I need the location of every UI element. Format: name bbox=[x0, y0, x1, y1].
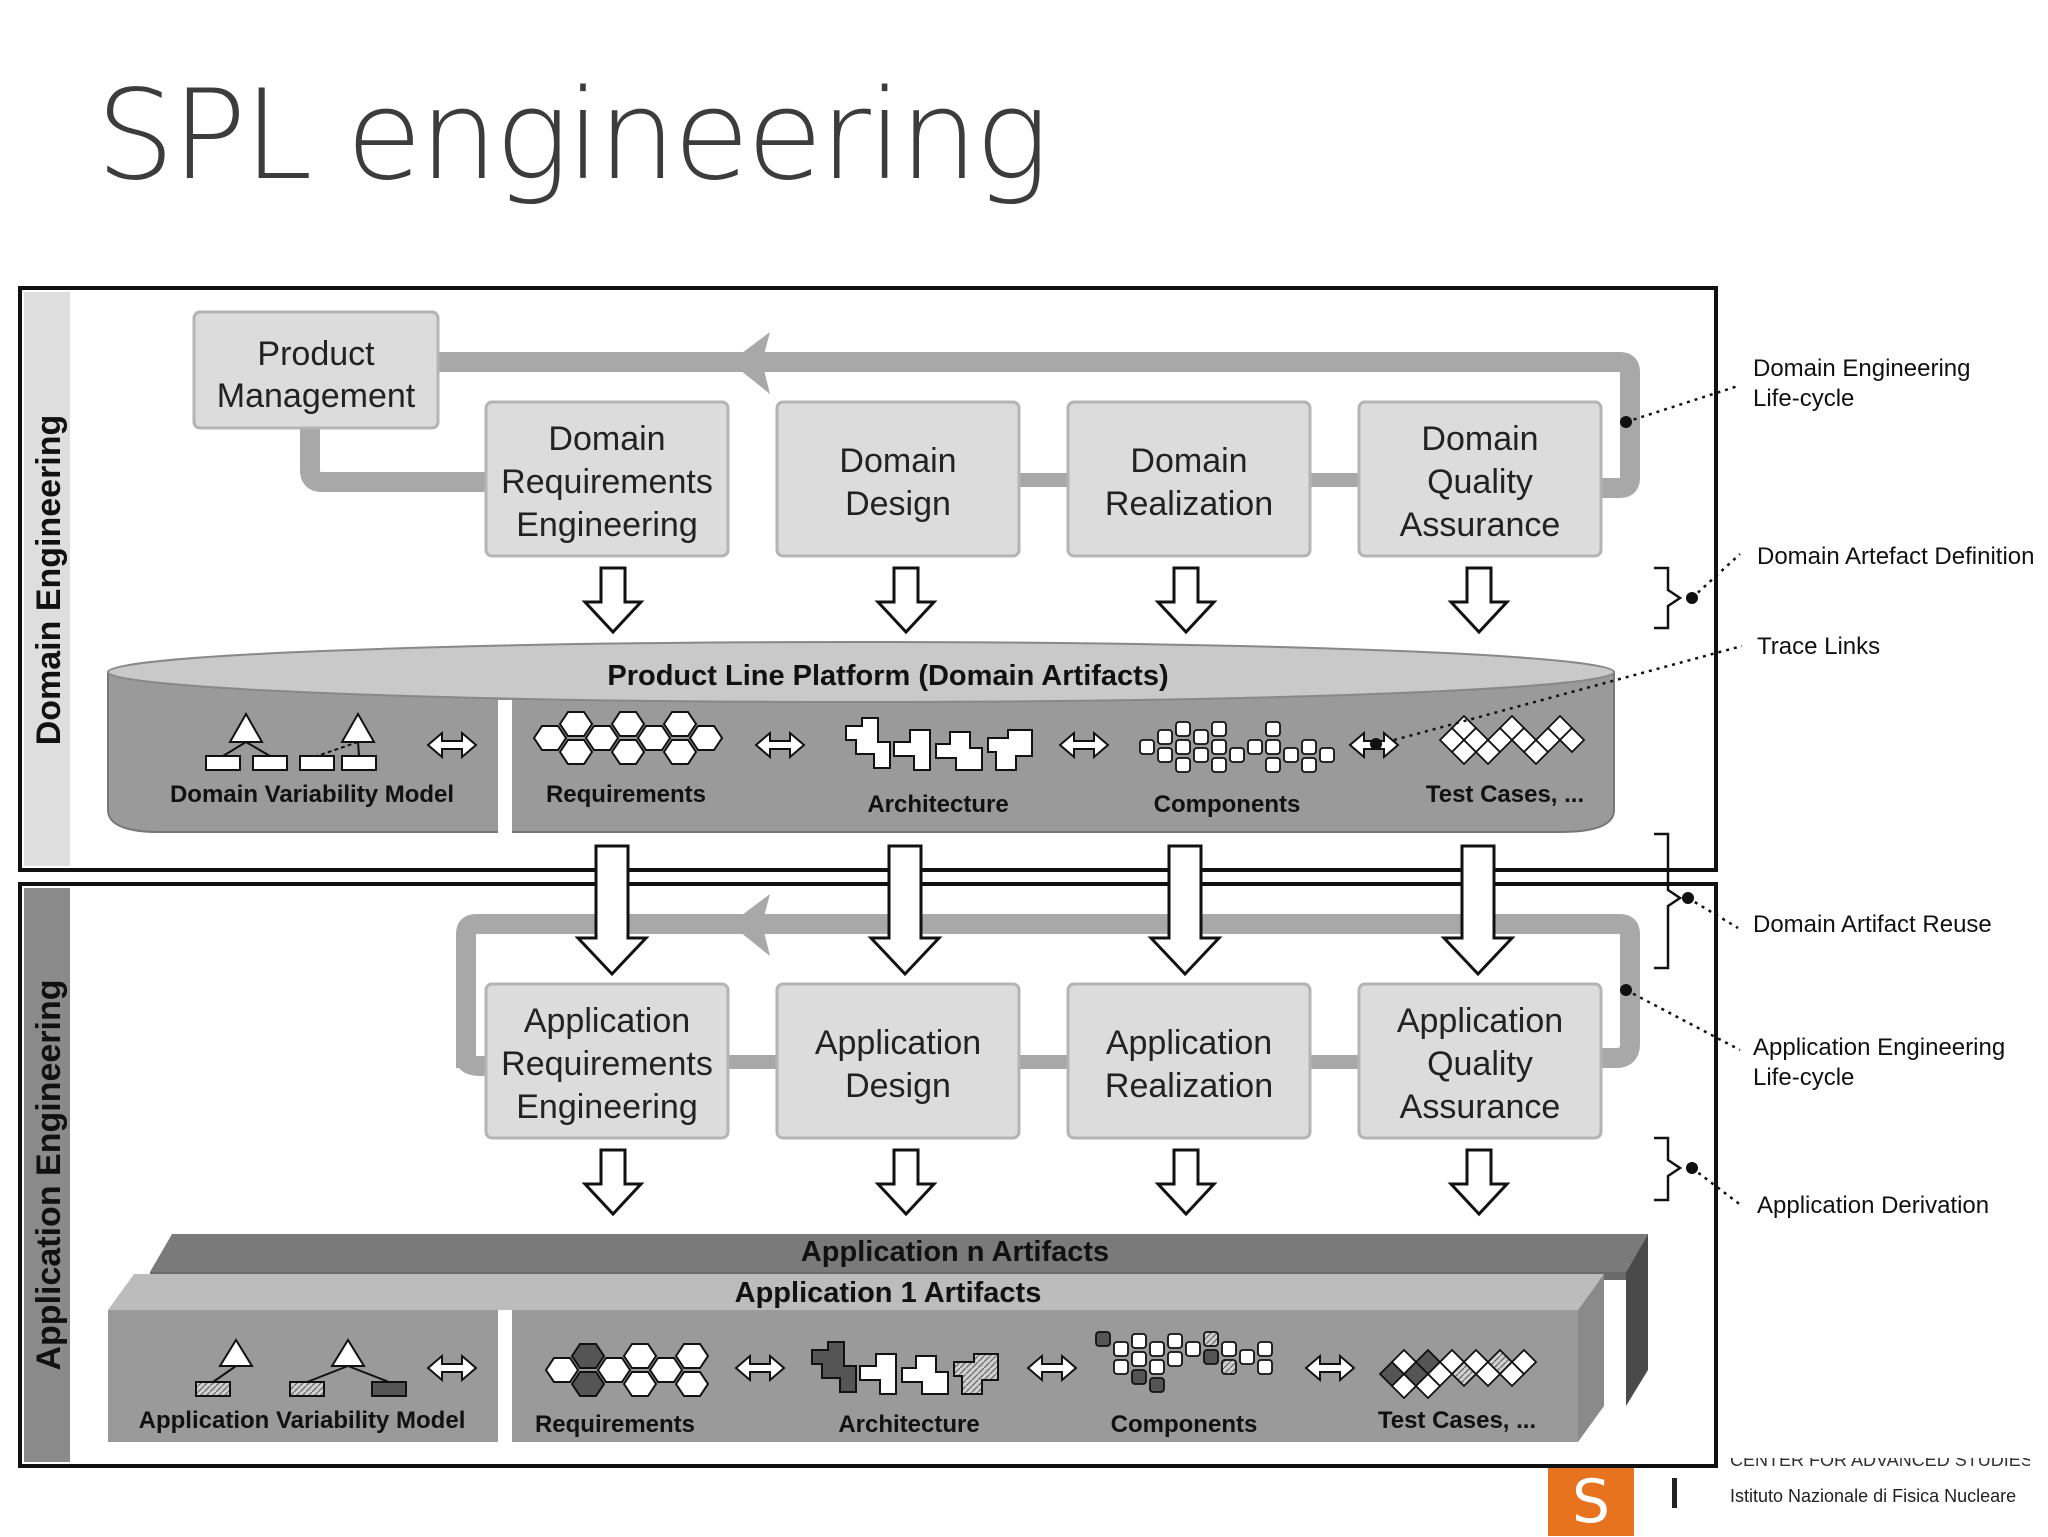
application-process-design: Application Design bbox=[775, 982, 1021, 1140]
annotation-domain-artefact-definition: Domain Artefact Definition bbox=[1757, 543, 2035, 570]
domain-arrow-2 bbox=[874, 566, 938, 635]
app-realization-line-2: Realization bbox=[1105, 1067, 1273, 1105]
domain-process-quality: Domain Quality Assurance bbox=[1357, 400, 1603, 558]
application-artifact-variability: Application Variability Model bbox=[139, 1407, 466, 1434]
annotation-domain-artifact-reuse: Domain Artifact Reuse bbox=[1753, 911, 1992, 938]
application-requirements-icon bbox=[544, 1343, 710, 1397]
application-artifact-requirements: Requirements bbox=[535, 1411, 695, 1438]
app-arrow-2 bbox=[874, 1148, 938, 1217]
annotation-domain-lifecycle: Domain Engineering Life-cycle bbox=[1753, 354, 1970, 414]
application-loop-arrowhead bbox=[730, 894, 770, 956]
annotation-application-lifecycle: Application Engineering Life-cycle bbox=[1753, 1033, 2005, 1093]
domain-artifact-variability: Domain Variability Model bbox=[170, 781, 454, 808]
platform-title: Product Line Platform (Domain Artifacts) bbox=[607, 660, 1168, 692]
domain-quality-line-1: Domain bbox=[1421, 420, 1538, 458]
footer-institute-name: Istituto Nazionale di Fisica Nucleare bbox=[1730, 1486, 2017, 1506]
application-1-title: Application 1 Artifacts bbox=[735, 1277, 1042, 1309]
application-section-label: Application Engineering bbox=[30, 979, 68, 1370]
domain-lifecycle-entry bbox=[300, 420, 500, 492]
domain-test-cases-icon bbox=[1438, 714, 1586, 766]
annotation-leaders bbox=[1393, 384, 1743, 1207]
footer-divider bbox=[1672, 1478, 1677, 1508]
application-architecture-icon bbox=[811, 1341, 999, 1395]
annotation-domain-lifecycle-line-2: Life-cycle bbox=[1753, 385, 1855, 412]
application-lifecycle-loop bbox=[456, 914, 1640, 1068]
reuse-arrow-4 bbox=[1440, 844, 1516, 977]
domain-process-design: Domain Design bbox=[775, 400, 1021, 558]
domain-artifact-components: Components bbox=[1154, 791, 1301, 818]
domain-architecture-icon bbox=[845, 717, 1033, 771]
domain-artifact-architecture: Architecture bbox=[867, 791, 1008, 818]
application-test-cases-icon bbox=[1378, 1348, 1538, 1400]
product-management-box bbox=[192, 310, 440, 430]
reuse-arrow-2 bbox=[867, 844, 943, 977]
application-artifact-architecture: Architecture bbox=[838, 1411, 979, 1438]
domain-realization-line-2: Realization bbox=[1105, 485, 1273, 523]
app-quality-line-3: Assurance bbox=[1400, 1088, 1561, 1126]
domain-req-line-3: Engineering bbox=[516, 506, 697, 544]
annotation-domain-lifecycle-line-1: Domain Engineering bbox=[1753, 355, 1971, 382]
domain-side-band bbox=[24, 292, 70, 866]
domain-req-line-1: Domain bbox=[548, 420, 665, 458]
domain-arrow-4 bbox=[1447, 566, 1511, 635]
domain-variability-model-icon bbox=[205, 711, 377, 771]
domain-artifact-reuse-arrows bbox=[574, 844, 1516, 977]
domain-definition-arrows bbox=[581, 566, 1511, 635]
application-n-title: Application n Artifacts bbox=[801, 1236, 1109, 1268]
app-req-line-1: Application bbox=[524, 1002, 690, 1040]
application-artifact-components: Components bbox=[1111, 1411, 1258, 1438]
domain-realization-line-1: Domain bbox=[1130, 442, 1247, 480]
app-req-line-3: Engineering bbox=[516, 1088, 697, 1126]
application-process-quality: Application Quality Assurance bbox=[1357, 982, 1603, 1140]
domain-quality-line-3: Assurance bbox=[1400, 506, 1561, 544]
footer-clipped-label: CENTER FOR ADVANCED STUDIES bbox=[1730, 1458, 2030, 1470]
app-arrow-3 bbox=[1154, 1148, 1218, 1217]
application-components-icon bbox=[1095, 1331, 1273, 1393]
application-trace-arrows bbox=[426, 1353, 1356, 1383]
domain-artifact-requirements: Requirements bbox=[546, 781, 706, 808]
domain-design-line-1: Domain bbox=[839, 442, 956, 480]
product-management-line-1: Product bbox=[257, 335, 375, 373]
institute-logo: S bbox=[1548, 1468, 1634, 1536]
app-realization-line-1: Application bbox=[1106, 1024, 1272, 1062]
annotation-application-lifecycle-line-2: Life-cycle bbox=[1753, 1064, 1855, 1091]
app-quality-line-2: Quality bbox=[1427, 1045, 1533, 1083]
domain-artifact-test-cases: Test Cases, ... bbox=[1426, 781, 1584, 808]
reuse-arrow-1 bbox=[574, 844, 650, 977]
domain-section-label: Domain Engineering bbox=[30, 415, 68, 746]
domain-req-line-2: Requirements bbox=[501, 463, 713, 501]
domain-process-requirements: Domain Requirements Engineering bbox=[484, 400, 730, 558]
annotation-application-derivation: Application Derivation bbox=[1757, 1192, 1990, 1219]
application-process-realization: Application Realization bbox=[1066, 982, 1312, 1140]
annotation-application-lifecycle-line-1: Application Engineering bbox=[1753, 1034, 2006, 1061]
application-artifact-test-cases: Test Cases, ... bbox=[1378, 1407, 1536, 1434]
domain-loop-arrowhead bbox=[730, 332, 770, 394]
application-lifecycle-entry bbox=[456, 1040, 500, 1076]
domain-process-realization: Domain Realization bbox=[1066, 400, 1312, 558]
annotation-trace-links: Trace Links bbox=[1757, 633, 1881, 660]
application-side-band bbox=[24, 888, 70, 1462]
slide-title: SPL engineering bbox=[96, 64, 1049, 208]
footer-clipped-text: CENTER FOR ADVANCED STUDIES bbox=[1730, 1458, 2030, 1476]
app-arrow-4 bbox=[1447, 1148, 1511, 1217]
product-management-line-2: Management bbox=[217, 377, 416, 415]
domain-design-line-2: Design bbox=[845, 485, 951, 523]
application-process-requirements: Application Requirements Engineering bbox=[484, 982, 730, 1140]
application-variability-model-icon bbox=[195, 1338, 407, 1397]
app-req-line-2: Requirements bbox=[501, 1045, 713, 1083]
domain-arrow-1 bbox=[581, 566, 645, 635]
app-quality-line-1: Application bbox=[1397, 1002, 1563, 1040]
domain-components-icon bbox=[1139, 721, 1335, 773]
app-arrow-1 bbox=[581, 1148, 645, 1217]
domain-quality-line-2: Quality bbox=[1427, 463, 1533, 501]
annotation-dots bbox=[1370, 416, 1698, 1174]
application-derivation-arrows bbox=[581, 1148, 1511, 1217]
domain-arrow-3 bbox=[1154, 566, 1218, 635]
reuse-arrow-3 bbox=[1147, 844, 1223, 977]
app-design-line-1: Application bbox=[815, 1024, 981, 1062]
domain-requirements-icon bbox=[532, 711, 724, 765]
app-design-line-2: Design bbox=[845, 1067, 951, 1105]
